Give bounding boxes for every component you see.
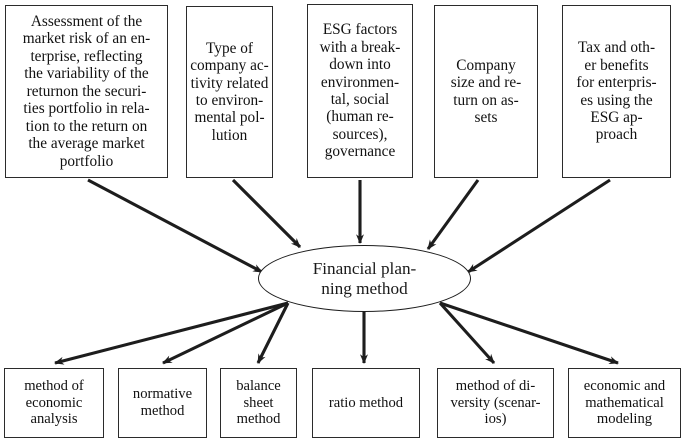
center-node-financial-planning-method[interactable]: Financial plan- ning method [258,245,471,312]
arrow-center-to-math-modeling [439,301,619,365]
input-box-tax-benefits[interactable]: Tax and oth- er benefits for enterpris- … [562,5,671,178]
arrow-center-to-diversity-scenarios [438,301,496,365]
method-box-label: balance sheet method [236,378,281,428]
arrow-activity-type-to-center [231,178,302,249]
input-box-esg-factors[interactable]: ESG factors with a break- down into envi… [307,4,413,178]
input-box-market-risk-assessment[interactable]: Assessment of the market risk of an en- … [5,5,168,178]
method-box-label: economic and mathematical modeling [583,378,666,428]
arrow-market-risk-to-center [87,178,263,274]
input-box-label: Tax and oth- er benefits for enterpris- … [576,39,657,144]
input-box-label: Type of company ac- tivity related to en… [190,39,269,144]
method-box-label: method of di- versity (scenar- ios) [450,378,541,428]
arrow-company-size-to-center [426,179,480,250]
input-box-label: Assessment of the market risk of an en- … [22,13,151,170]
arrow-center-to-economic-analysis [54,301,289,365]
arrow-center-to-balance-sheet [256,302,290,364]
input-box-company-size-roa[interactable]: Company size and re- turn on as- sets [434,5,538,178]
arrow-tax-benefits-to-center [467,178,611,274]
input-box-label: ESG factors with a break- down into envi… [319,21,401,161]
method-box-label: normative method [132,386,193,419]
method-box-economic-mathematical-modeling[interactable]: economic and mathematical modeling [568,368,681,438]
method-box-label: method of economic analysis [24,378,84,428]
method-box-diversity-scenarios[interactable]: method of di- versity (scenar- ios) [437,368,554,438]
center-node-label: Financial plan- ning method [312,258,417,298]
method-box-normative-method[interactable]: normative method [118,368,207,438]
method-box-economic-analysis[interactable]: method of economic analysis [4,368,104,438]
method-box-ratio-method[interactable]: ratio method [312,368,420,438]
input-box-company-activity-type[interactable]: Type of company ac- tivity related to en… [186,6,273,178]
method-box-balance-sheet-method[interactable]: balance sheet method [220,368,297,438]
input-box-label: Company size and re- turn on as- sets [450,56,522,126]
arrow-center-to-normative-method [162,301,289,365]
method-box-label: ratio method [328,394,404,411]
